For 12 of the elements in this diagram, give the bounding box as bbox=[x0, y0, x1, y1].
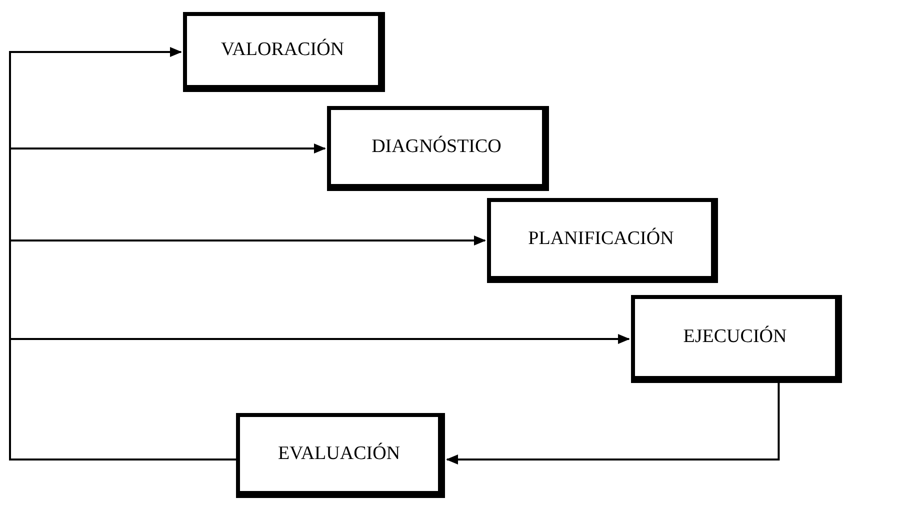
box-label: PLANIFICACIÓN bbox=[528, 226, 674, 251]
process-box bbox=[183, 12, 385, 92]
box-label: EVALUACIÓN bbox=[278, 442, 400, 466]
box-label: VALORACIÓN bbox=[220, 38, 344, 62]
process-box bbox=[236, 413, 445, 498]
arrow bbox=[9, 334, 630, 460]
process-box bbox=[487, 198, 718, 283]
process-box bbox=[631, 295, 842, 383]
box-label: DIAGNÓSTICO bbox=[372, 134, 502, 159]
box-label: EJECUCIÓN bbox=[683, 324, 787, 350]
arrow bbox=[446, 383, 780, 464]
process-box bbox=[327, 106, 549, 191]
